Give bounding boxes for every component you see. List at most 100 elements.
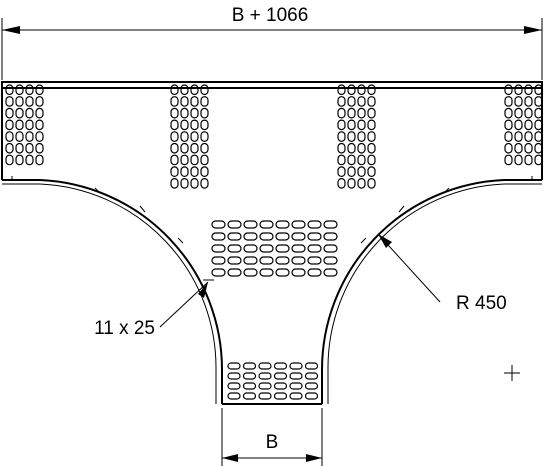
slot <box>337 107 346 119</box>
slot <box>347 107 356 119</box>
slot <box>227 232 242 241</box>
slot <box>190 131 199 142</box>
slot <box>275 244 290 253</box>
slot <box>227 362 241 370</box>
slot <box>337 154 346 166</box>
slot <box>357 107 366 119</box>
slot <box>211 244 226 253</box>
arrowhead-left <box>222 454 238 462</box>
slot <box>243 232 258 241</box>
slot <box>524 142 533 154</box>
slot <box>514 142 523 154</box>
t-piece-body <box>1 81 543 405</box>
slot <box>524 96 533 107</box>
slot <box>291 256 306 265</box>
slot <box>180 154 189 166</box>
slot <box>534 119 543 131</box>
slot <box>170 84 179 96</box>
slot <box>504 131 513 142</box>
slot <box>534 142 543 154</box>
slot <box>291 244 306 253</box>
slot <box>200 131 209 142</box>
slot <box>367 119 376 131</box>
slot <box>524 107 533 119</box>
slot <box>15 131 24 142</box>
slot <box>291 268 306 277</box>
slot <box>323 232 338 241</box>
slot <box>367 166 376 177</box>
slot <box>5 84 14 96</box>
slot <box>180 131 189 142</box>
slot <box>25 142 34 154</box>
slot <box>504 107 513 119</box>
slot <box>180 166 189 177</box>
slot <box>35 119 44 131</box>
radius-callout: R 450 <box>377 233 507 314</box>
slot <box>275 268 290 277</box>
slot <box>524 119 533 131</box>
slot <box>258 392 272 400</box>
bottom-width-label: B <box>266 432 279 453</box>
slot <box>180 96 189 107</box>
slot <box>367 154 376 166</box>
slot <box>190 154 199 166</box>
slot <box>291 232 306 241</box>
slot <box>289 382 303 390</box>
slot <box>534 154 543 166</box>
perforation-group-bottom <box>227 362 319 400</box>
slot <box>15 119 24 131</box>
slot <box>25 119 34 131</box>
slot <box>367 96 376 107</box>
slot <box>367 178 376 189</box>
arrowhead <box>198 282 208 298</box>
slot <box>291 220 306 229</box>
slot <box>170 107 179 119</box>
slot <box>180 84 189 96</box>
slot <box>211 232 226 241</box>
slot <box>227 372 241 380</box>
slot <box>307 232 322 241</box>
slot <box>514 84 523 96</box>
slot <box>273 372 288 380</box>
slot <box>504 154 513 166</box>
slot <box>304 392 319 400</box>
slot <box>190 178 199 189</box>
slot <box>337 142 346 154</box>
arrowhead <box>378 234 392 248</box>
slot <box>524 154 533 166</box>
slot <box>514 131 523 142</box>
slot <box>170 131 179 142</box>
slot <box>534 84 543 96</box>
slot <box>357 96 366 107</box>
slot <box>180 119 189 131</box>
slot <box>307 268 322 277</box>
slot <box>347 84 356 96</box>
slot <box>5 142 14 154</box>
slot <box>514 154 523 166</box>
slot <box>25 107 34 119</box>
slot <box>357 166 366 177</box>
slot <box>307 220 322 229</box>
slot <box>323 244 338 253</box>
slot-size-label: 11 x 25 <box>94 318 155 339</box>
slot <box>337 166 346 177</box>
overall-width-label: B + 1066 <box>232 5 309 26</box>
perforation-group-center <box>211 220 338 277</box>
slot <box>227 256 242 265</box>
slot <box>243 256 258 265</box>
slot <box>347 96 356 107</box>
slot <box>323 268 338 277</box>
slot <box>190 107 199 119</box>
perforation-group-top-left <box>5 84 44 166</box>
slot <box>211 268 226 277</box>
slot <box>337 178 346 189</box>
slot <box>275 256 290 265</box>
slot <box>180 178 189 189</box>
slot <box>307 256 322 265</box>
slot <box>200 178 209 189</box>
slot <box>242 392 257 400</box>
slot <box>5 96 14 107</box>
slot <box>534 131 543 142</box>
slot <box>243 244 258 253</box>
slot <box>25 96 34 107</box>
